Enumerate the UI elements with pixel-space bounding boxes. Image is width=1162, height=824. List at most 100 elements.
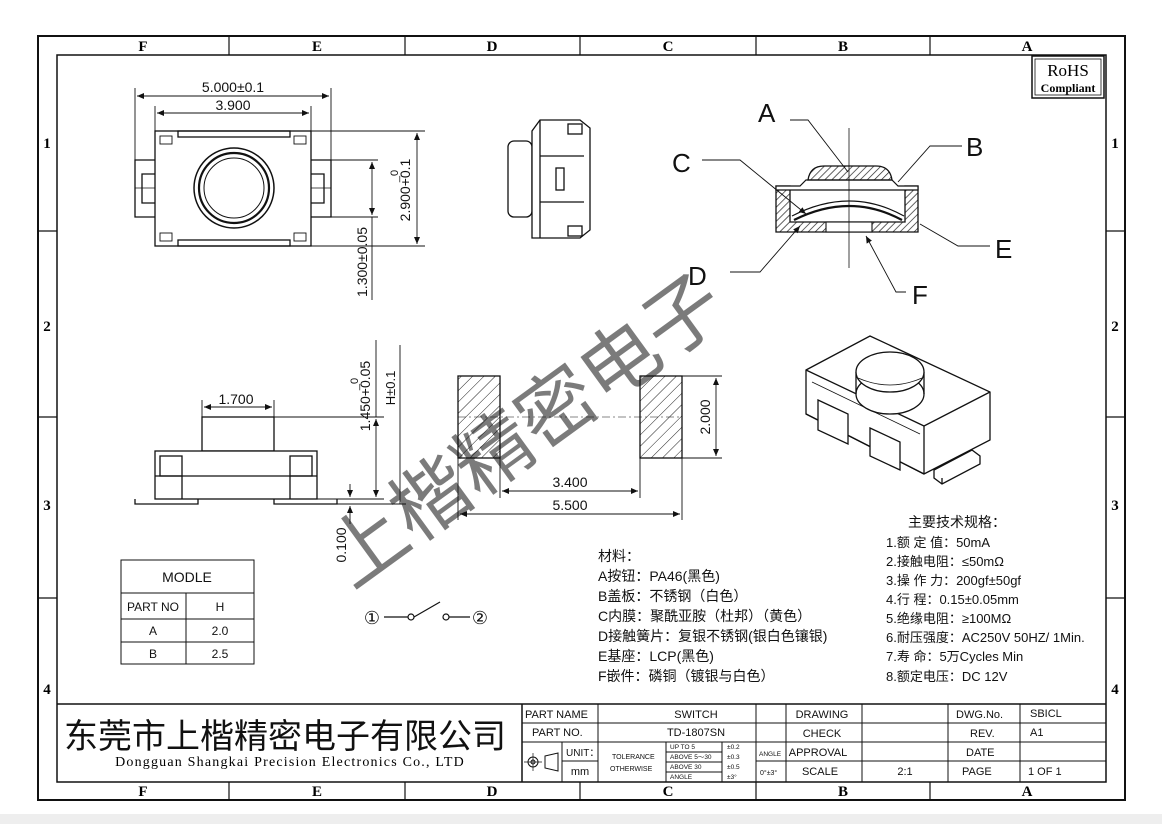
materials-title: 材料： (598, 548, 640, 564)
col-label-f-bottom: F (138, 784, 147, 800)
spec-2: 2.接触电阻：≤50mΩ (886, 554, 1004, 569)
model-table-row-b-part: B (149, 647, 157, 661)
date-label: DATE (966, 747, 995, 759)
col-label-a-top: A (1022, 39, 1033, 55)
rev-label: REV. (970, 728, 995, 740)
top-view (134, 130, 332, 247)
scale-value: 2:1 (897, 766, 912, 778)
isometric-view (805, 335, 991, 485)
model-table-header-partno: PART NO (127, 600, 179, 614)
schematic-terminal-2: ② (472, 608, 488, 628)
rohs-subtitle: Compliant (1041, 81, 1096, 95)
dim-side-height: 1.450+0.05 (357, 361, 373, 432)
spec-3: 3.操 作 力：200gf±50gf (886, 573, 1021, 588)
row-label-4-left: 4 (43, 682, 51, 698)
company-name-en: Dongguan Shangkai Precision Electronics … (115, 755, 465, 770)
dim-pad-height: 2.000 (697, 399, 713, 434)
dwg-value: SBICL (1030, 708, 1062, 720)
dim-side-h: H±0.1 (383, 371, 398, 406)
rohs-badge: RoHS Compliant (1031, 55, 1105, 99)
row-label-3-right: 3 (1111, 498, 1119, 514)
pcb-pad-layout (457, 375, 683, 459)
angle-label: ANGLE (759, 751, 782, 758)
otherwise-label: OTHERWISE (610, 766, 653, 773)
dim-top-side: 1.300±0.05 (354, 227, 370, 297)
unit-value: mm (571, 766, 589, 778)
unit-label: UNIT： (566, 748, 599, 759)
row-label-2-right: 2 (1111, 319, 1119, 335)
row-label-3-left: 3 (43, 498, 51, 514)
model-table-title: MODLE (162, 569, 212, 585)
rohs-title: RoHS (1047, 61, 1089, 80)
spec-6: 6.耐压强度：AC250V 50HZ/ 1Min. (886, 630, 1085, 645)
col-label-d-bottom: D (487, 784, 498, 800)
rev-value: A1 (1030, 727, 1043, 739)
spec-5: 5.绝缘电阻：≥100MΩ (886, 611, 1011, 626)
dim-pad-total: 5.500 (552, 497, 587, 513)
company-name-cn: 东莞市上楷精密电子有限公司 (64, 718, 506, 756)
row-label-1-left: 1 (43, 136, 51, 152)
material-d: D接触簧片：复银不锈钢(银白色镶银) (598, 628, 827, 644)
scale-label: SCALE (802, 766, 838, 778)
dim-top-height: 2.900+0.1 (397, 158, 413, 221)
dwg-label: DWG.No. (956, 709, 1003, 721)
col-label-e-top: E (312, 39, 322, 55)
model-table-row-a-part: A (149, 624, 157, 638)
cross-section (775, 128, 919, 268)
spec-8: 8.额定电压：DC 12V (886, 669, 1008, 684)
pad-dimensions (457, 375, 722, 520)
row-label-1-right: 1 (1111, 136, 1119, 152)
callout-a: A (758, 98, 776, 128)
tolerance-label: TOLERANCE (612, 754, 655, 761)
material-a: A按钮：PA46(黑色) (598, 568, 720, 584)
callout-labels: A B C E D F (672, 98, 1012, 310)
border-row-labels: 1 2 3 4 1 2 3 4 (43, 136, 1119, 698)
model-table (120, 559, 255, 665)
part-name-value: SWITCH (674, 709, 717, 721)
page-label: PAGE (962, 766, 992, 778)
end-view (507, 119, 591, 239)
side-view-dimensions (201, 340, 406, 524)
tol-row-2-value: ±0.3 (727, 754, 740, 761)
page-value: 1 OF 1 (1028, 766, 1062, 778)
col-label-b-bottom: B (838, 784, 848, 800)
spec-7: 7.寿 命：5万Cycles Min (886, 649, 1023, 664)
callout-e: E (995, 234, 1012, 264)
border-column-labels: F E D C B A F E D C B A (138, 39, 1032, 800)
material-f: F嵌件：磷铜（镀银与白色） (598, 668, 775, 684)
sheet-border (37, 35, 1126, 801)
part-no-label: PART NO. (532, 727, 583, 739)
tol-row-angle-value: ±3° (727, 773, 737, 781)
top-view-dimensions (134, 88, 425, 300)
specs-title: 主要技术规格： (908, 514, 1006, 530)
row-label-2-left: 2 (43, 319, 51, 335)
switch-schematic (384, 601, 470, 621)
model-table-row-b-h: 2.5 (212, 647, 229, 661)
callout-leaders (702, 119, 990, 293)
title-block-text: PART NAME SWITCH PART NO. TD-1807SN UNIT… (525, 708, 1062, 781)
dim-top-height-tol: _0 (389, 170, 401, 183)
tol-row-3-label: ABOVE 30 (670, 764, 702, 771)
dim-top-inner: 3.900 (215, 97, 250, 113)
tol-row-2-label: ABOVE 5～30 (670, 754, 712, 761)
spec-1: 1.额 定 值：50mA (886, 535, 990, 550)
col-label-d-top: D (487, 39, 498, 55)
side-view (134, 416, 338, 505)
callout-d: D (688, 261, 707, 291)
col-label-c-top: C (663, 39, 674, 55)
tol-row-3-value: ±0.5 (727, 764, 740, 771)
model-table-header-h: H (216, 600, 225, 614)
dim-side-base: 0.100 (333, 527, 349, 562)
tol-row-1-value: ±0.2 (727, 744, 740, 751)
part-name-label: PART NAME (525, 709, 588, 721)
dim-top-width: 5.000±0.1 (202, 79, 264, 95)
specs-list: 主要技术规格： 1.额 定 值：50mA 2.接触电阻：≤50mΩ 3.操 作 … (886, 514, 1085, 684)
tol-row-angle-label: ANGLE (670, 774, 693, 781)
material-b: B盖板：不锈钢（白色） (598, 588, 747, 604)
material-c: C内膜：聚酰亚胺（杜邦）（黄色） (598, 608, 811, 624)
bottom-strip (0, 814, 1162, 824)
col-label-b-top: B (838, 39, 848, 55)
col-label-c-bottom: C (663, 784, 674, 800)
schematic-terminal-1: ① (364, 608, 380, 628)
